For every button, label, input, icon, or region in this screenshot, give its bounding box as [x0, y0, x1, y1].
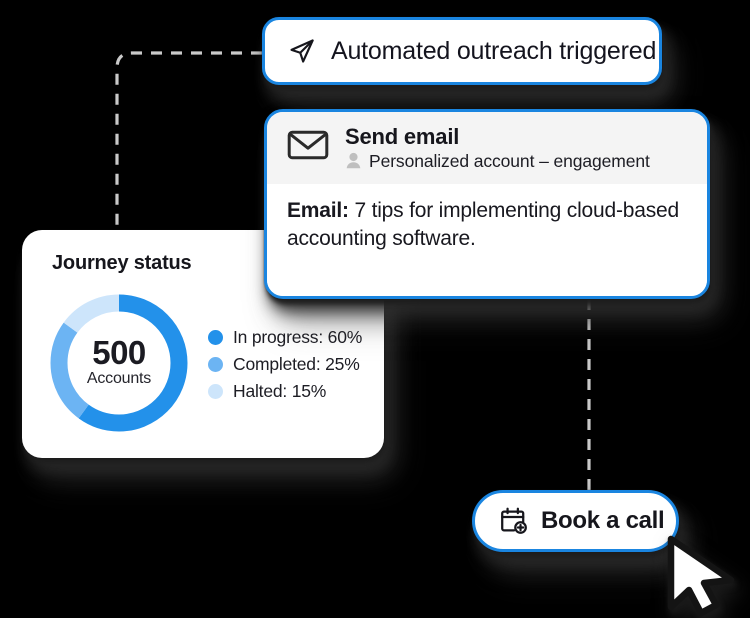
legend-color-swatch — [208, 329, 223, 345]
journey-status-title: Journey status — [52, 252, 192, 274]
send-email-header-text: Send email Personalized account – engage… — [345, 124, 650, 172]
automated-outreach-label: Automated outreach triggered — [331, 36, 657, 65]
arrow-pointer-icon — [667, 535, 735, 617]
legend-item-label: Completed: 25% — [233, 353, 360, 374]
legend-item: Completed: 25% — [208, 354, 362, 375]
envelope-icon — [287, 129, 329, 161]
send-email-body-label: Email: — [287, 198, 349, 222]
legend-item-label: Halted: 15% — [233, 380, 327, 401]
send-email-body-text: Email: 7 tips for implementing cloud-bas… — [287, 197, 687, 253]
send-email-audience-row: Personalized account – engagement — [345, 151, 650, 172]
person-icon — [345, 152, 362, 170]
calendar-plus-icon — [499, 506, 529, 536]
paper-plane-icon — [287, 36, 317, 66]
donut-segment-halted — [50, 294, 188, 432]
send-email-audience: Personalized account – engagement — [369, 150, 650, 171]
donut-segment-completed — [50, 294, 188, 432]
journey-donut-chart: 500 Accounts — [44, 288, 194, 438]
legend-color-swatch — [208, 356, 223, 372]
connector-outreach-to-journey — [115, 51, 262, 245]
legend-item-label: In progress: 60% — [233, 326, 363, 347]
legend-item: Halted: 15% — [208, 381, 362, 402]
legend-color-swatch — [208, 383, 223, 399]
legend-item: In progress: 60% — [208, 327, 362, 348]
send-email-body-content: 7 tips for implementing cloud-based acco… — [287, 198, 679, 250]
send-email-title: Send email — [345, 124, 460, 149]
send-email-body: Email: 7 tips for implementing cloud-bas… — [267, 183, 707, 296]
send-email-header: Send email Personalized account – engage… — [267, 112, 707, 184]
automated-outreach-pill[interactable]: Automated outreach triggered — [262, 17, 662, 85]
journey-chart-row: 500 Accounts In progress: 60% Completed:… — [44, 288, 374, 438]
donut-center-value: 500 — [92, 334, 146, 372]
journey-legend: In progress: 60% Completed: 25% Halted: … — [208, 325, 362, 402]
book-a-call-label: Book a call — [541, 507, 665, 534]
donut-svg — [50, 294, 188, 432]
donut-center-caption: Accounts — [86, 370, 152, 388]
donut-center-label: 500 Accounts — [44, 288, 194, 438]
send-email-card[interactable]: Send email Personalized account – engage… — [264, 109, 710, 299]
book-a-call-button[interactable]: Book a call — [472, 490, 679, 552]
